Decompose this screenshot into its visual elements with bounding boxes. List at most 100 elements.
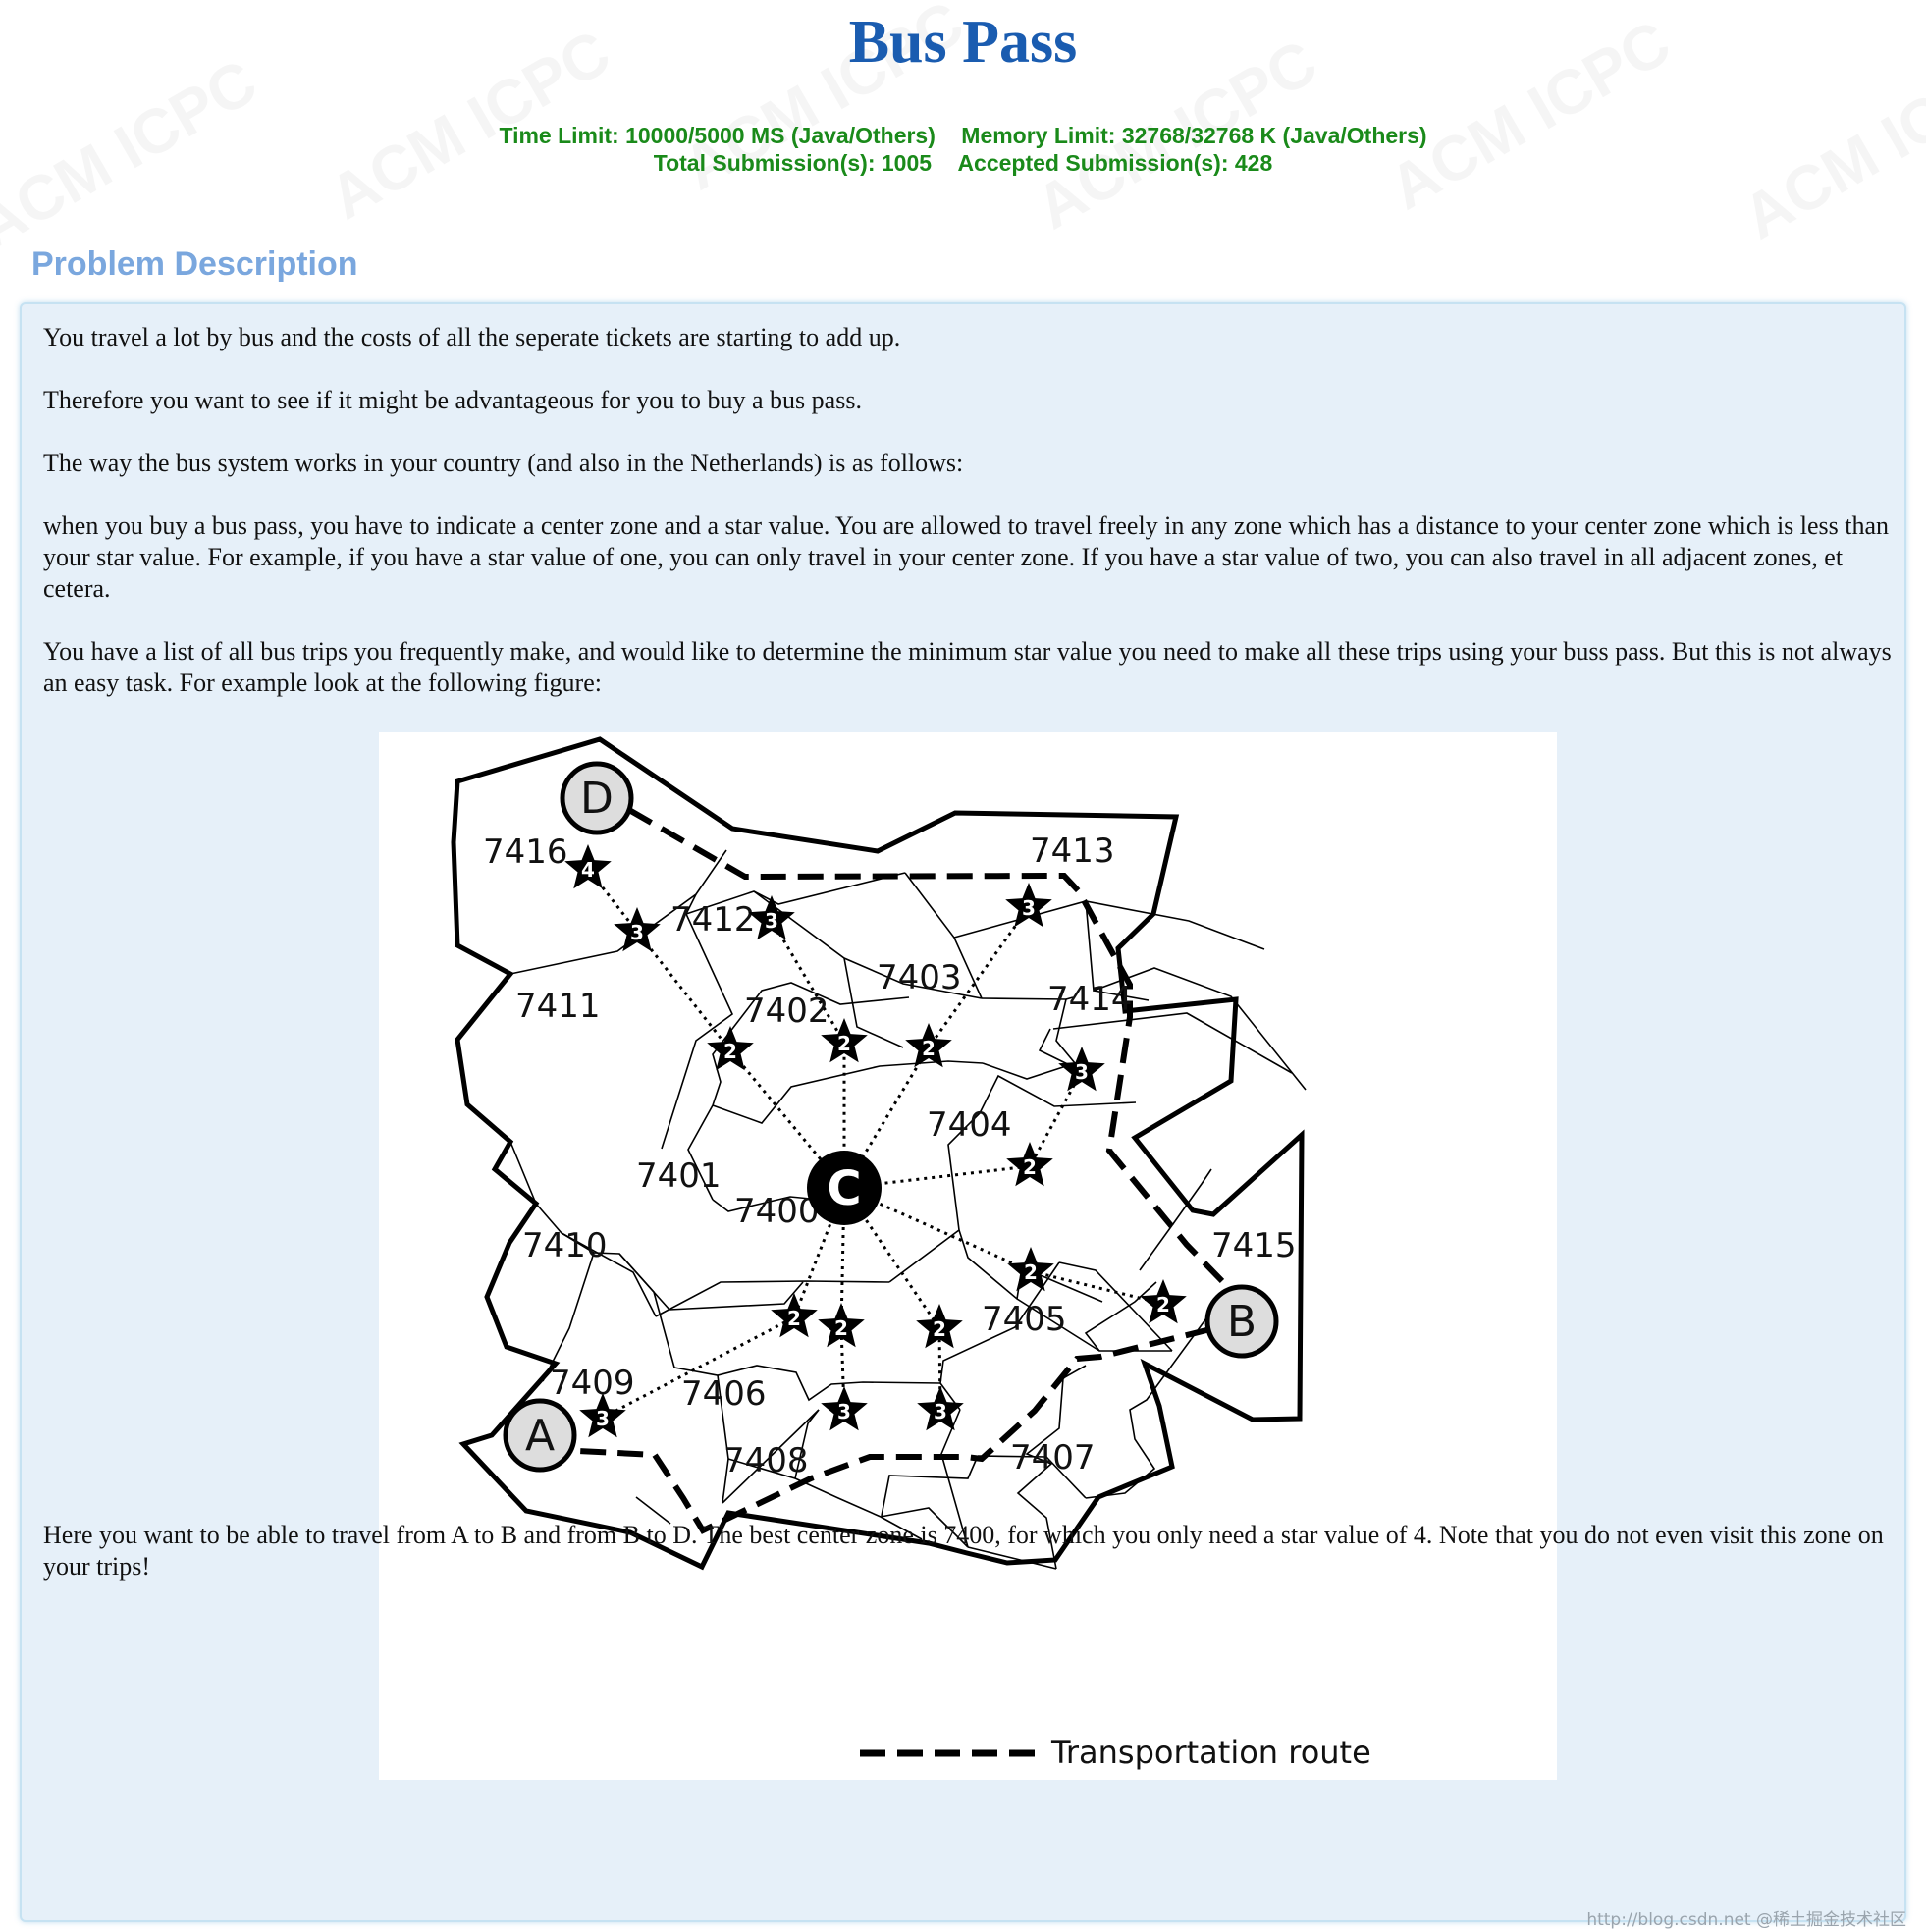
star-icon xyxy=(1005,883,1052,928)
zone-label-7411: 7411 xyxy=(515,987,601,1026)
star-icon xyxy=(1007,1247,1054,1292)
star-marker: 2 xyxy=(1007,1247,1054,1292)
description-paragraph: You travel a lot by bus and the costs of… xyxy=(43,323,901,351)
star-marker: 3 xyxy=(579,1393,626,1438)
zone-label-7416: 7416 xyxy=(483,832,568,872)
accepted-submissions: Accepted Submission(s): 428 xyxy=(957,150,1273,176)
star-icon xyxy=(564,844,612,889)
star-icon xyxy=(916,1304,963,1349)
star-icon xyxy=(748,895,795,940)
stop-d: D xyxy=(560,761,634,835)
problem-description-panel: You travel a lot by bus and the costs of… xyxy=(20,302,1906,1922)
zone-label-7400: 7400 xyxy=(734,1192,820,1231)
zone-label-7403: 7403 xyxy=(877,958,962,997)
star-marker: 4 xyxy=(564,844,612,889)
description-paragraph: Therefore you want to see if it might be… xyxy=(43,386,862,414)
star-marker: 3 xyxy=(1058,1046,1105,1092)
bus-zone-map-figure: 7416 7412 7413 7411 7403 7402 7414 7404 … xyxy=(379,732,1557,1780)
star-marker: 2 xyxy=(916,1304,963,1349)
star-value: 2 xyxy=(723,1040,737,1063)
memory-limit: Memory Limit: 32768/32768 K (Java/Others… xyxy=(961,123,1427,148)
total-submissions: Total Submission(s): 1005 xyxy=(653,150,933,176)
star-icon xyxy=(821,1018,868,1063)
star-marker: 2 xyxy=(1140,1279,1187,1324)
star-value: 2 xyxy=(933,1317,946,1341)
zone-label-7405: 7405 xyxy=(982,1300,1067,1339)
star-icon xyxy=(579,1393,626,1438)
stop-b: B xyxy=(1204,1284,1279,1359)
zone-label-7409: 7409 xyxy=(550,1364,635,1403)
stop-c-center: C xyxy=(807,1151,882,1225)
description-paragraph: when you buy a bus pass, you have to ind… xyxy=(43,511,1890,603)
description-paragraph: You have a list of all bus trips you fre… xyxy=(43,637,1892,697)
star-marker: 3 xyxy=(614,907,661,952)
zone-label-7406: 7406 xyxy=(681,1374,767,1414)
star-marker: 3 xyxy=(1005,883,1052,928)
map-outer-border xyxy=(451,736,1305,1571)
time-limit: Time Limit: 10000/5000 MS (Java/Others) xyxy=(499,123,936,148)
zone-labels: 7416 7412 7413 7411 7403 7402 7414 7404 … xyxy=(483,832,1297,1480)
star-icon xyxy=(1058,1046,1105,1092)
star-icon xyxy=(818,1303,865,1348)
zone-label-7404: 7404 xyxy=(927,1105,1012,1145)
star-value: 2 xyxy=(834,1316,848,1340)
star-marker: 2 xyxy=(707,1026,754,1071)
star-value: 3 xyxy=(1075,1060,1089,1084)
transportation-route xyxy=(559,788,1226,1534)
star-icon xyxy=(1006,1142,1053,1187)
star-value: 3 xyxy=(934,1400,947,1423)
star-icon xyxy=(1140,1279,1187,1324)
star-value: 2 xyxy=(837,1032,851,1055)
star-value: 3 xyxy=(596,1407,610,1430)
stop-b-label: B xyxy=(1227,1297,1257,1347)
star-icon xyxy=(917,1386,964,1431)
star-value: 2 xyxy=(922,1037,936,1060)
bus-zone-map: 7416 7412 7413 7411 7403 7402 7414 7404 … xyxy=(451,736,1371,1771)
zone-label-7414: 7414 xyxy=(1047,980,1133,1019)
star-marker: 2 xyxy=(1006,1142,1053,1187)
star-value: 2 xyxy=(1156,1293,1170,1316)
star-marker: 3 xyxy=(917,1386,964,1431)
star-value: 3 xyxy=(837,1400,851,1423)
star-icon xyxy=(707,1026,754,1071)
zone-label-7401: 7401 xyxy=(636,1156,722,1196)
zone-label-7415: 7415 xyxy=(1211,1226,1297,1265)
stop-a-label: A xyxy=(525,1411,555,1461)
star-value: 2 xyxy=(787,1307,801,1330)
zone-label-7402: 7402 xyxy=(744,992,829,1031)
star-marker: 2 xyxy=(771,1293,818,1338)
star-value: 4 xyxy=(581,858,595,882)
zone-label-7412: 7412 xyxy=(670,900,756,939)
zone-label-7407: 7407 xyxy=(1010,1438,1096,1477)
stop-d-label: D xyxy=(580,774,614,824)
section-title-problem-description: Problem Description xyxy=(31,245,358,283)
star-value: 2 xyxy=(1024,1261,1038,1284)
description-paragraph: The way the bus system works in your cou… xyxy=(43,449,964,477)
problem-title: Bus Pass xyxy=(848,9,1078,76)
star-marker: 3 xyxy=(748,895,795,940)
star-value: 3 xyxy=(630,921,644,944)
trip-dotted-lines xyxy=(586,868,1164,1420)
zone-borders xyxy=(509,849,1307,1570)
zone-label-7410: 7410 xyxy=(522,1226,608,1265)
star-icon xyxy=(771,1293,818,1338)
zone-label-7413: 7413 xyxy=(1030,832,1115,871)
star-marker: 2 xyxy=(818,1303,865,1348)
stop-a: A xyxy=(503,1398,577,1473)
star-marker: 2 xyxy=(821,1018,868,1063)
star-value: 2 xyxy=(1023,1155,1037,1179)
stop-c-label: C xyxy=(827,1161,861,1216)
star-marker: 2 xyxy=(905,1023,952,1068)
star-icon xyxy=(905,1023,952,1068)
star-icon xyxy=(614,907,661,952)
star-value: 3 xyxy=(765,909,778,933)
zone-label-7408: 7408 xyxy=(723,1441,809,1480)
star-value: 3 xyxy=(1022,896,1036,920)
blog-watermark: http://blog.csdn.net @稀土掘金技术社区 xyxy=(1586,1910,1906,1930)
problem-limits: Time Limit: 10000/5000 MS (Java/Others) … xyxy=(0,122,1926,177)
star-marker: 3 xyxy=(821,1386,868,1431)
legend-label: Transportation route xyxy=(1050,1734,1371,1771)
star-icon xyxy=(821,1386,868,1431)
star-markers: 4 3 3 3 2 2 2 3 2 2 2 2 2 2 3 3 3 xyxy=(564,844,1187,1438)
description-paragraph: Here you want to be able to travel from … xyxy=(43,1521,1884,1581)
